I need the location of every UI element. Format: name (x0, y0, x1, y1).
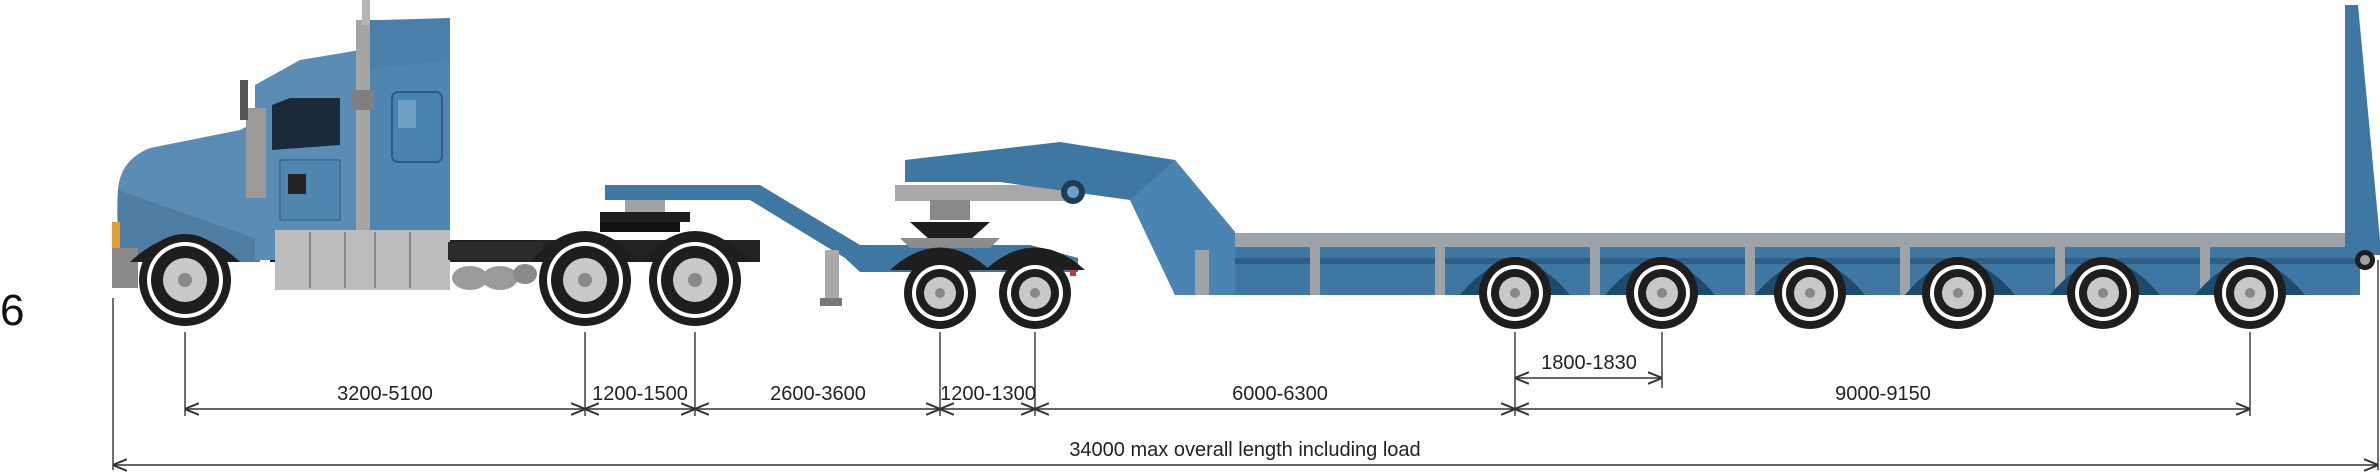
dim-label-2: 1200-1500 (592, 383, 688, 405)
dim-label-6: 1800-1830 (1541, 352, 1637, 374)
dolly-wheel-2 (999, 257, 1071, 329)
trailer-wheel-1 (1479, 257, 1551, 329)
dim-label-3: 2600-3600 (770, 383, 866, 405)
dim-label-7: 9000-9150 (1835, 383, 1931, 405)
low-loader-trailer (905, 5, 2380, 295)
truck-drive-wheel-2 (649, 234, 741, 326)
trailer-wheel-6 (2214, 257, 2286, 329)
trailer-wheel-5 (2067, 257, 2139, 329)
trailer-wheel-4 (1922, 257, 1994, 329)
prime-mover (112, 0, 760, 290)
dolly-wheel-1 (904, 257, 976, 329)
truck-steer-wheel (139, 234, 231, 326)
trailer-wheel-3 (1774, 257, 1846, 329)
dim-label-overall: 34000 max overall length including load (1069, 439, 1420, 461)
extension-lines (112, 260, 2379, 470)
trailer-wheel-2 (1626, 257, 1698, 329)
dim-label-1: 3200-5100 (337, 383, 433, 405)
truck-drive-wheel-1 (539, 234, 631, 326)
dim-label-5: 6000-6300 (1232, 383, 1328, 405)
dim-label-4: 1200-1300 (940, 383, 1036, 405)
left-label: 6 (0, 286, 24, 335)
